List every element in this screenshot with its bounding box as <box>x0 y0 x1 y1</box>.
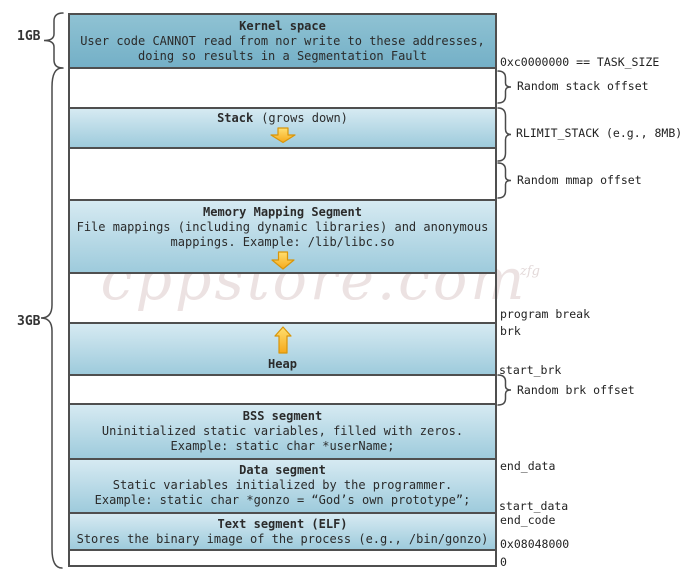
text-title: Text segment (ELF) <box>217 517 348 531</box>
annotation-start-data: start_data <box>499 499 569 513</box>
text-line1: Stores the binary image of the process (… <box>76 532 489 546</box>
segment-data: Data segment Static variables initialize… <box>70 458 495 512</box>
segment-stack: Stack (grows down) <box>70 107 495 147</box>
annotation-brk: brk <box>500 324 521 338</box>
down-arrow-icon <box>269 127 296 144</box>
mmap-title: Memory Mapping Segment <box>203 205 362 219</box>
right-brace-mmap-offset-icon <box>497 162 512 199</box>
annotation-random-stack-offset: Random stack offset <box>517 79 649 93</box>
annotation-end-data: end_data <box>500 459 556 473</box>
mmap-line2: mappings. Example: /lib/libc.so <box>170 235 395 249</box>
annotation-task-size: 0xc0000000 == TASK_SIZE <box>500 55 660 69</box>
annotation-zero-address: 0 <box>500 555 507 569</box>
segment-heap: Heap <box>70 322 495 374</box>
left-brace-3gb-icon <box>40 67 63 569</box>
stack-grow-direction <box>70 127 495 144</box>
stack-title: Stack <box>217 111 254 125</box>
mmap-line1: File mappings (including dynamic librari… <box>76 220 489 234</box>
annotation-text-start-address: 0x08048000 <box>500 537 570 551</box>
size-label-3gb: 3GB <box>17 314 41 329</box>
down-arrow-icon <box>270 251 295 270</box>
memory-layout-column: Kernel space User code CANNOT read from … <box>68 13 497 567</box>
annotation-rlimit-stack: RLIMIT_STACK (e.g., 8MB) <box>516 126 683 140</box>
gap-null-page <box>70 549 495 565</box>
size-label-1gb: 1GB <box>17 29 41 44</box>
annotation-random-mmap-offset: Random mmap offset <box>517 173 642 187</box>
segment-bss: BSS segment Uninitialized static variabl… <box>70 403 495 458</box>
bss-title: BSS segment <box>242 409 323 423</box>
gap-random-mmap-offset <box>70 147 495 199</box>
segment-text: Text segment (ELF) Stores the binary ima… <box>70 512 495 549</box>
mmap-grow-direction <box>70 251 495 270</box>
bss-line1: Uninitialized static variables, filled w… <box>101 424 464 438</box>
right-brace-rlimit-stack-icon <box>497 107 512 162</box>
heap-title: Heap <box>268 357 297 371</box>
data-line1: Static variables initialized by the prog… <box>112 478 453 492</box>
stack-subtitle: (grows down) <box>261 111 348 125</box>
kernel-line2: doing so results in a Segmentation Fault <box>138 49 427 63</box>
annotation-start-brk: start_brk <box>499 363 562 377</box>
heap-grow-direction <box>273 326 292 354</box>
data-title: Data segment <box>239 463 326 477</box>
left-brace-1gb-icon <box>43 12 64 69</box>
kernel-line1: User code CANNOT read from nor write to … <box>80 34 485 48</box>
data-line2: Example: static char *gonzo = “God’s own… <box>94 493 471 507</box>
right-brace-brk-offset-icon <box>497 374 512 406</box>
annotation-random-brk-offset: Random brk offset <box>517 383 635 397</box>
annotation-end-code: end_code <box>500 513 556 527</box>
kernel-title: Kernel space <box>239 19 326 33</box>
gap-random-brk-offset <box>70 374 495 403</box>
segment-memory-mapping: Memory Mapping Segment File mappings (in… <box>70 199 495 272</box>
watermark-suffix: zfg <box>520 264 540 279</box>
segment-kernel-space: Kernel space User code CANNOT read from … <box>70 13 495 67</box>
up-arrow-icon <box>273 326 292 354</box>
gap-free-space <box>70 272 495 322</box>
bss-line2: Example: static char *userName; <box>170 439 395 453</box>
right-brace-stack-offset-icon <box>497 70 512 104</box>
annotation-program-break: program break <box>500 307 591 321</box>
gap-random-stack-offset <box>70 67 495 107</box>
